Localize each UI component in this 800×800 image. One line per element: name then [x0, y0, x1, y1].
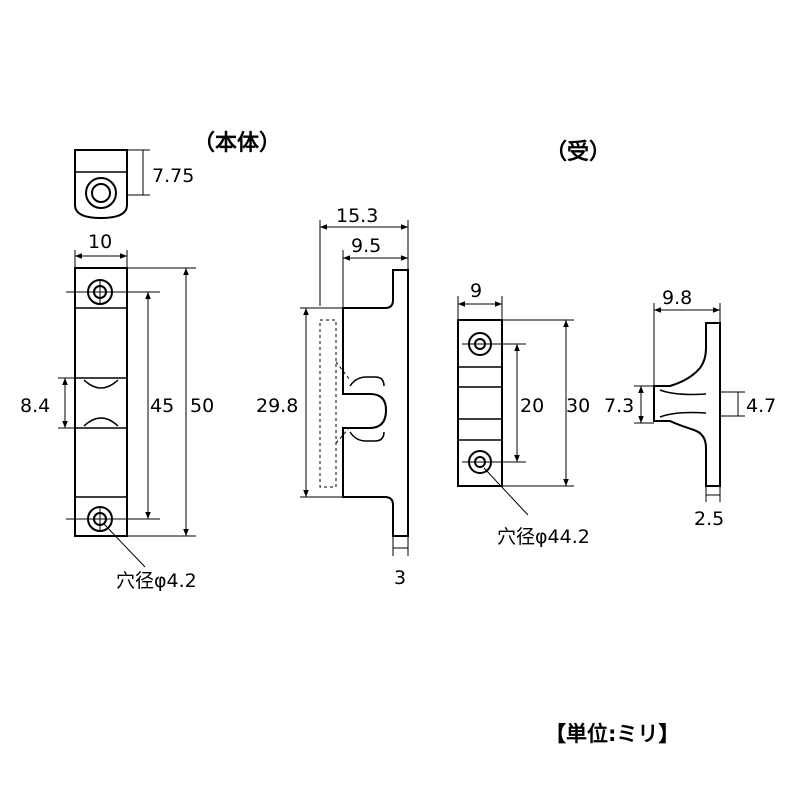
dim-receiver-outer-height-label: 7.3 — [604, 395, 634, 417]
dim-top-depth — [127, 149, 150, 196]
dim-side-depth-label: 15.3 — [336, 205, 378, 227]
dim-total-height-label: 50 — [190, 395, 214, 417]
receiver-title: （受） — [545, 139, 611, 165]
dim-receiver-thickness — [705, 486, 721, 502]
body-front-view — [74, 267, 128, 537]
receiver-hole-centerlines — [462, 343, 526, 463]
dim-receiver-inner-height — [720, 391, 745, 417]
dim-plate-thickness — [392, 536, 409, 556]
dim-receiver-width — [457, 296, 503, 320]
receiver-hole-note: 穴径φ44.2 — [497, 526, 590, 548]
dim-receiver-thickness-label: 2.5 — [694, 508, 724, 530]
receiver-side-view — [653, 322, 721, 487]
dim-side-inner-depth — [342, 250, 408, 308]
dim-receiver-inner-height-label: 4.7 — [746, 395, 776, 417]
dim-hole-pitch-label: 45 — [150, 395, 174, 417]
receiver-hole-leader — [483, 467, 529, 516]
dim-receiver-width-label: 9 — [470, 280, 482, 302]
dim-body-width-label: 10 — [88, 231, 112, 253]
dim-plate-thickness-label: 3 — [394, 567, 406, 589]
dim-top-depth-label: 7.75 — [152, 165, 194, 187]
dim-body-width — [74, 250, 128, 268]
receiver-front-view — [457, 319, 503, 487]
dim-side-height-label: 29.8 — [256, 395, 298, 417]
dim-side-depth — [319, 220, 409, 306]
dim-receiver-height — [502, 319, 574, 487]
dim-receiver-depth-label: 9.8 — [662, 287, 692, 309]
body-hidden-outline — [319, 319, 351, 488]
dim-roller-height-label: 8.4 — [20, 395, 50, 417]
body-title: （本体） — [193, 131, 281, 156]
dim-total-height — [127, 267, 196, 537]
dim-side-inner-depth-label: 9.5 — [351, 235, 381, 257]
dim-receiver-height-label: 30 — [566, 395, 590, 417]
dim-receiver-pitch-label: 20 — [520, 395, 544, 417]
dim-receiver-depth — [653, 303, 721, 386]
body-hole-leader — [103, 523, 146, 568]
body-hole-note: 穴径φ4.2 — [116, 570, 197, 592]
units-note: 【単位:ミリ】 — [545, 722, 679, 746]
dim-side-height — [300, 307, 343, 498]
dim-roller-height — [58, 377, 75, 429]
dim-receiver-outer-height — [634, 385, 654, 424]
body-top-view — [74, 149, 128, 220]
body-hole-centerlines — [66, 280, 160, 531]
body-side-view — [342, 269, 409, 537]
